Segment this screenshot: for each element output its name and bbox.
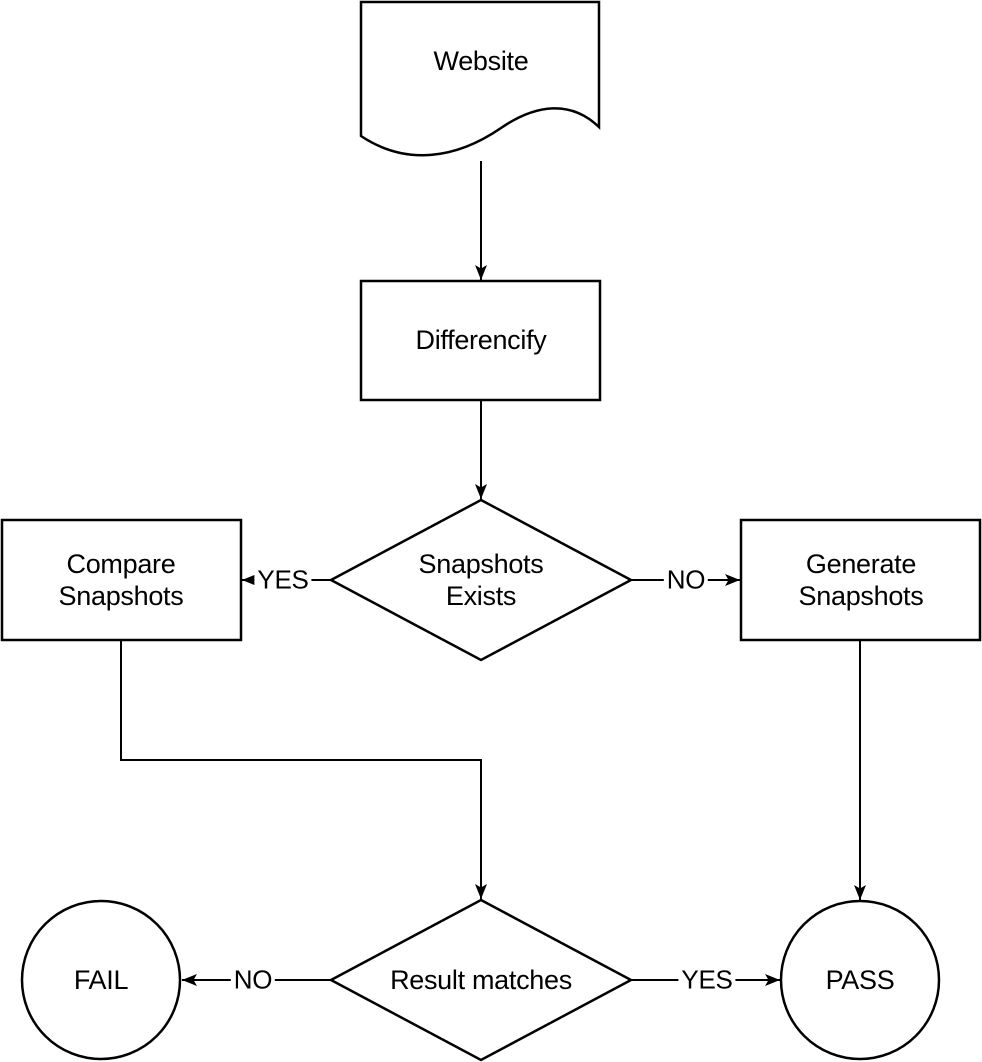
snapshots-exists-no-edge-label: NO — [663, 564, 709, 596]
differencify-label: Differencify — [415, 325, 547, 356]
edge-compare-to-result-matches — [120, 640, 487, 899]
fail-circle — [20, 899, 182, 1061]
compare-snapshots-label: Compare Snapshots — [58, 549, 184, 611]
generate-snapshots-label: Generate Snapshots — [798, 549, 924, 611]
generate-snapshots-process-rect — [739, 518, 982, 642]
pass-label: PASS — [825, 965, 895, 996]
pass-circle — [779, 899, 941, 1061]
snapshots-exists-decision-diamond — [328, 498, 634, 662]
result-matches-yes-edge-label: YES — [678, 964, 736, 996]
result-matches-no-edge-label: NO — [230, 964, 276, 996]
compare-snapshots-process-rect — [0, 518, 243, 642]
fail-label: FAIL — [73, 965, 129, 996]
website-document-shape — [359, 0, 601, 157]
result-matches-label: Result matches — [390, 965, 572, 996]
snapshots-exists-label: Snapshots Exists — [418, 549, 544, 611]
result-matches-decision-diamond — [328, 898, 634, 1062]
differencify-process-rect — [359, 279, 602, 402]
snapshots-exists-yes-edge-label: YES — [254, 564, 312, 596]
website-label: Website — [433, 46, 529, 77]
